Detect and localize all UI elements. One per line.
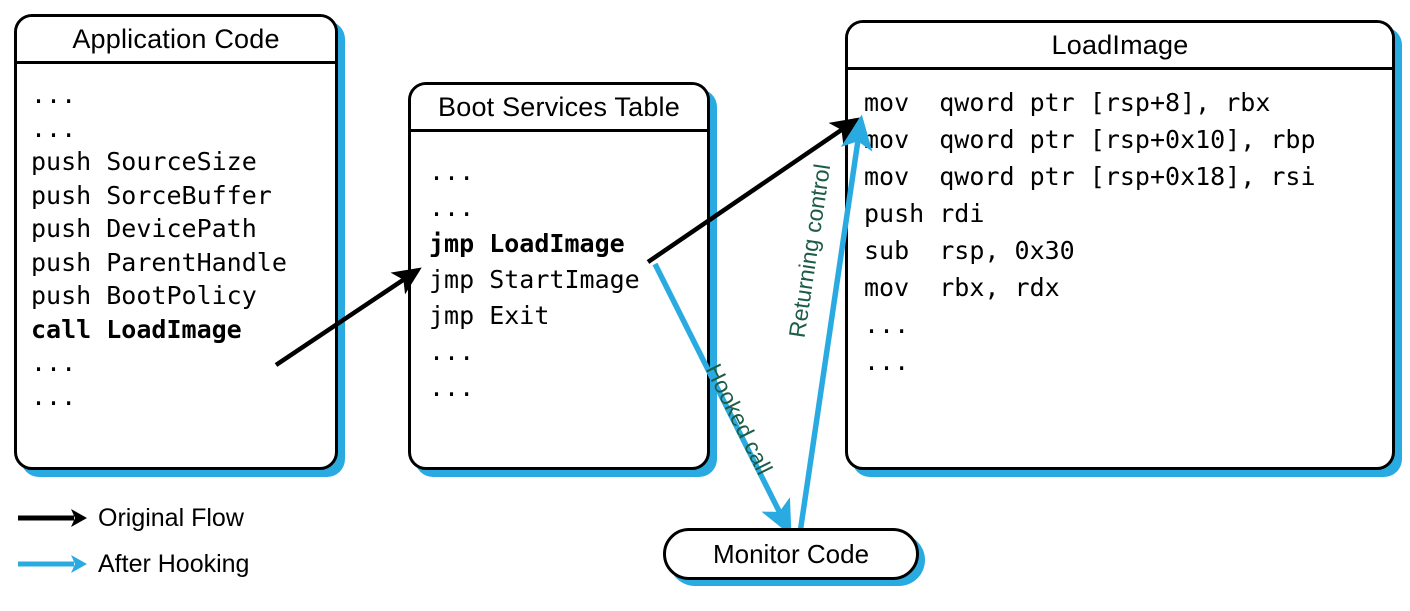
panel-boot-services-table: Boot Services Table ...... jmp LoadImage j… (408, 82, 710, 470)
edge-label-hooked-call: Hooked call (700, 359, 778, 479)
panel-application-code: Application Code ...... push SourceSize pu… (14, 14, 338, 470)
monitor-code-label: Monitor Code (712, 538, 870, 569)
code-line: ... (429, 373, 475, 402)
code-line: ... (429, 193, 475, 222)
code-line: mov qword ptr [rsp+0x10], rbp (864, 125, 1316, 154)
code-line: ... (31, 113, 77, 143)
legend-label-original-flow: Original Flow (98, 503, 244, 532)
legend-item-after-hooking: After Hooking (16, 541, 249, 587)
code-line: sub rsp, 0x30 (864, 236, 1075, 265)
code-line: push BootPolicy (31, 281, 257, 310)
panel-title-application-code: Application Code (17, 17, 335, 64)
code-line: ... (429, 337, 475, 366)
arrow-right-icon (18, 509, 87, 527)
code-line: jmp StartImage (429, 265, 640, 294)
code-line: mov qword ptr [rsp+8], rbx (864, 88, 1271, 117)
edge-label-returning-control: Returning control (783, 162, 836, 340)
code-line: call LoadImage (31, 314, 242, 344)
code-line: ... (31, 381, 77, 411)
panel-body-boot-services-table: ...... jmp LoadImage jmp StartImage jmp Exi… (411, 132, 707, 416)
code-line: jmp Exit (429, 301, 550, 330)
code-line: ... (864, 347, 910, 376)
legend: Original Flow After Hooking (16, 495, 249, 587)
arrow-right-icon (18, 555, 87, 573)
panel-body-application-code: ...... push SourceSize push SorceBuffer pus… (17, 64, 335, 423)
code-line: jmp LoadImage (429, 229, 625, 258)
code-line: ... (31, 348, 77, 377)
code-line: push ParentHandle (31, 247, 287, 277)
node-monitor-code: Monitor Code (663, 528, 919, 580)
code-line: ... (429, 157, 475, 186)
legend-item-original-flow: Original Flow (16, 495, 249, 541)
panel-body-load-image: mov qword ptr [rsp+8], rbx mov qword ptr … (848, 70, 1392, 390)
code-line: ... (31, 80, 77, 109)
panel-title-boot-services-table: Boot Services Table (411, 85, 707, 132)
code-line: push SorceBuffer (31, 180, 272, 210)
code-line: push rdi (864, 199, 985, 228)
code-line: push SourceSize (31, 147, 257, 176)
legend-label-after-hooking: After Hooking (98, 549, 250, 578)
panel-title-load-image: LoadImage (848, 23, 1392, 70)
code-line: mov rbx, rdx (864, 273, 1060, 302)
code-line: push DevicePath (31, 214, 257, 243)
code-line: ... (864, 310, 910, 339)
code-line: mov qword ptr [rsp+0x18], rsi (864, 162, 1316, 191)
